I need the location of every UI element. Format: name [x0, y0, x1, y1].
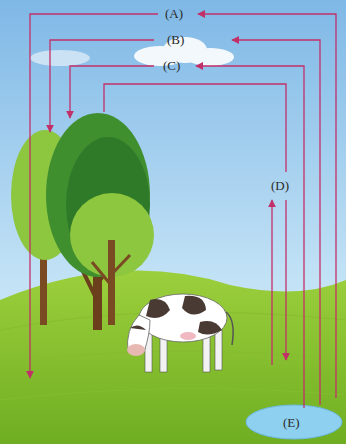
- grass-hill: [0, 271, 346, 444]
- cloud: [30, 37, 234, 66]
- trees: [11, 113, 154, 330]
- stage-label: (C): [162, 59, 181, 73]
- water-puddle: [246, 405, 342, 439]
- stage-label: (A): [164, 7, 184, 21]
- stage-label: (D): [270, 179, 290, 193]
- stage-label: (B): [166, 33, 185, 47]
- cow: [127, 294, 233, 372]
- stage-label: (E): [282, 416, 301, 430]
- cycle-arrows: [30, 14, 336, 408]
